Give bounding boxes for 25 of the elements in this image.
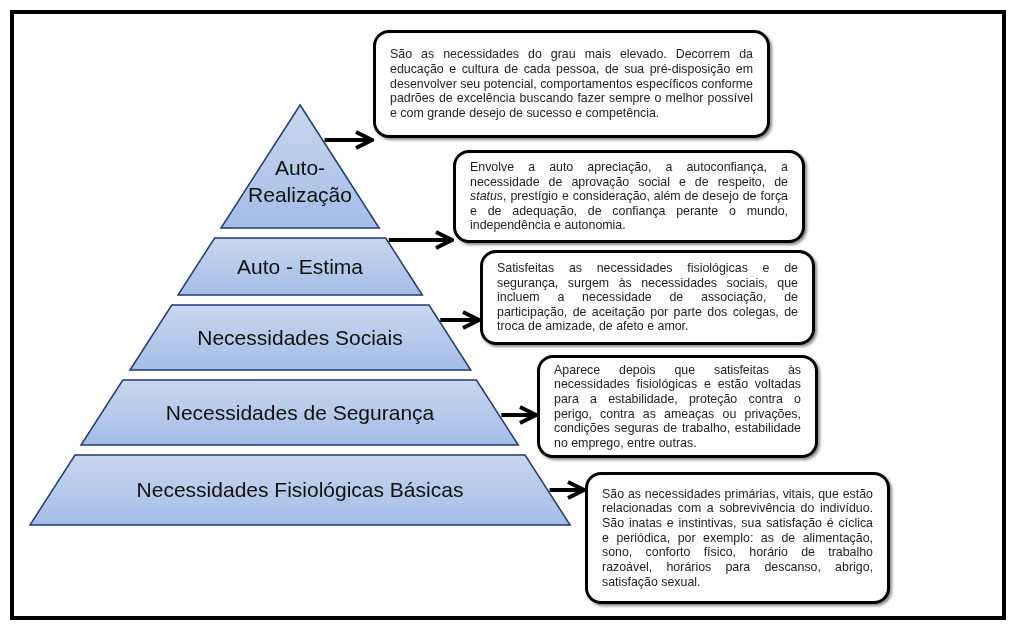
tier-label: Necessidades Fisiológicas Básicas [136,476,464,503]
arrow [388,230,454,250]
tier-label: Auto-Realização [247,155,353,208]
description-text: São as necessidades do grau mais elevado. Decorrem da educação e cultura de cada pessoa, de sua pré-disposição em desenvolver seu potencial, comportamentos específicos conforme padrões de excelência buscando fazer sempre o melhor possível e com grande desejo de sucesso e competência. [390,47,753,121]
pyramid-apex [220,105,380,228]
arrow [501,405,538,425]
pyramid-tier [29,455,571,525]
description-text: Satisfeitas as necessidades fisiológicas e de segurança, surgem às necessidades sociais, que incluem a necessidade de associação, de participação, de aceitação por parte dos colegas, de troca de amizade, de afeto e amor. [497,260,798,335]
description-text: Aparece depois que satisfeitas às necessidades fisiológicas e estão voltadas para a estabilidade, proteção contra o perigo, contra as ameaças ou privações, condições seguras de trabalho, estabilidade no emprego, entre outras. [554,362,801,451]
pyramid-tier [81,380,519,445]
arrow [549,480,586,500]
arrow [324,130,374,150]
description-box [453,150,805,243]
tier-label: Necessidades Sociais [197,324,403,351]
pyramid-tier [129,305,471,370]
tier-label: Necessidades de Segurança [165,399,435,426]
description-text: São as necessidades primárias, vitais, que estão relacionadas com a sobrevivência do indivíduo. São inatas e instintivas, sua satisfação é cíclica e periódica, por exemplo: as de alimentação, sono, conforto físico, horário de trabalho razoável, horários para descanso, abrigo, satisfação sexual. [602,486,873,590]
arrow [440,310,481,330]
pyramid-tier [177,238,423,295]
description-box [537,355,818,458]
description-box [585,472,890,604]
tier-label: Auto - Estima [236,253,363,280]
description-text: Envolve a auto apreciação, a autoconfiança, a necessidade de aprovação social e de respeito, de status, prestígio e consideração, além de desejo de força e de adequação, de confiança perante o mundo, independência e autonomia. [470,159,788,234]
description-box [373,30,770,138]
description-box [480,250,815,345]
